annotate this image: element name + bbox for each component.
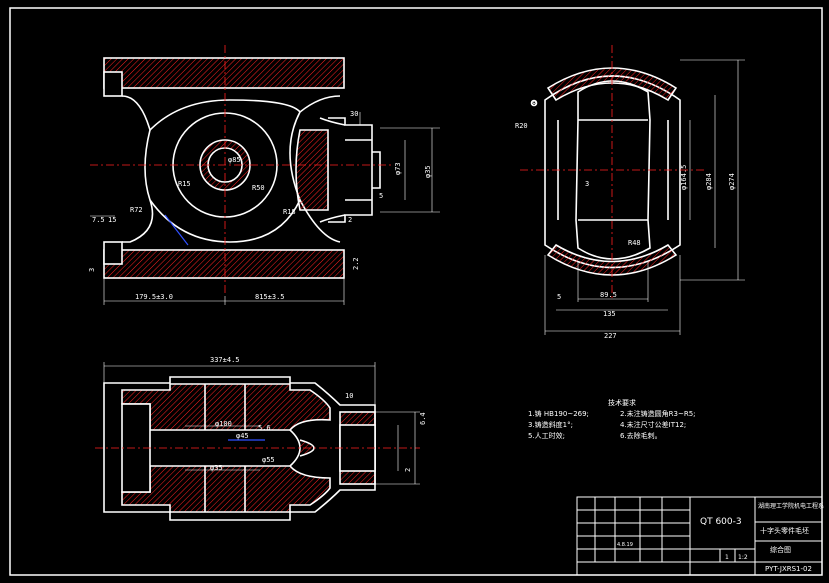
dim-front-right-width: 815±3.5 (255, 293, 285, 301)
dim-front-r-arc: R72 (130, 206, 143, 214)
front-top-rail (103, 57, 345, 89)
dim-front-d-flange1: φ73 (394, 162, 402, 175)
section-top-hatch (121, 383, 331, 431)
tb-drawing-no: PYT-JXRS1-02 (765, 565, 812, 573)
dim-front-r-side: R18 (283, 208, 296, 216)
dim-front-w-small1: 7.5 (92, 216, 105, 224)
front-stem-hatch (295, 129, 329, 211)
dim-side-small-c: 5 (557, 293, 561, 301)
tb-material: QT 600-3 (700, 517, 742, 527)
drawing-border (9, 7, 823, 576)
side-outer-shell (544, 75, 681, 269)
dim-side-d-inner: φ164.5 (680, 165, 688, 190)
dim-section-d2: φ55 (262, 456, 275, 464)
dim-section-s3: 2 (404, 468, 412, 472)
dim-front-d-bore: φ85 (228, 156, 241, 164)
dim-section-d3: φ45 (236, 432, 249, 440)
dim-side-d-outer: φ274 (728, 173, 736, 190)
dim-front-t-small: 2 (348, 216, 352, 224)
dim-front-h-small: 5 (379, 192, 383, 200)
notes-heading: 技术要求 (608, 398, 636, 407)
dim-front-left-width: 179.5±3.0 (135, 293, 173, 301)
dim-front-w-small2: 15 (108, 216, 116, 224)
section-outer-outline (103, 376, 376, 521)
dim-front-r-outer: R50 (252, 184, 265, 192)
tb-qty: 1 (725, 554, 729, 561)
tb-sheet-name: 综合图 (770, 545, 791, 554)
dim-front-h-step: 30 (350, 110, 358, 118)
dim-section-length: 337±4.5 (210, 356, 240, 364)
dim-side-small-a: 8 (532, 100, 536, 108)
tb-school: 湖南理工学院机电工程系 (758, 502, 824, 510)
note-item-4: 4.未注尺寸公差IT12; (620, 420, 686, 429)
title-block (576, 496, 823, 576)
front-highlight-edge (164, 214, 189, 246)
side-view (530, 67, 681, 276)
dim-front-r-inner: R15 (178, 180, 191, 188)
dim-front-v-small2: 2.2 (352, 257, 360, 270)
note-item-5: 5.人工时效; (528, 431, 565, 440)
dim-side-w-bottom2: 135 (603, 310, 616, 318)
tb-scale: 1:2 (738, 554, 748, 561)
section-bottom-hatch (121, 465, 331, 513)
front-view (103, 57, 381, 279)
note-item-1: 1.铸 HB190~269; (528, 409, 589, 418)
tb-part-name: 十字头零件毛坯 (760, 526, 809, 535)
front-body-outline (121, 95, 341, 243)
dim-section-d4: φ35 (210, 464, 223, 472)
section-view (103, 376, 376, 521)
dim-front-d-flange2: φ35 (424, 165, 432, 178)
dim-section-s1: 6.4 (419, 412, 427, 425)
dim-side-w-bottom1: 89.5 (600, 291, 617, 299)
side-inner-barrel (575, 80, 651, 260)
dim-front-v-small: 3 (88, 268, 96, 272)
dim-side-d-mid: φ284 (705, 173, 713, 190)
side-top-arc-hatch (546, 67, 678, 102)
dim-section-flange: 10 (345, 392, 353, 400)
note-item-2: 2.未注铸造圆角R3~R5; (620, 409, 696, 418)
front-flange (328, 117, 373, 223)
dim-section-d1: φ100 (215, 420, 232, 428)
tech-notes: 技术要求 1.铸 HB190~269; 2.未注铸造圆角R3~R5; 3.铸造斜… (528, 398, 696, 440)
note-item-6: 6.去除毛刺。 (620, 431, 662, 440)
dim-side-r1: R20 (515, 122, 528, 130)
dim-section-s2: 5.6 (258, 424, 271, 432)
dim-side-r2: R48 (628, 239, 641, 247)
front-bottom-rail (103, 249, 345, 279)
side-bottom-arc-hatch (546, 243, 678, 276)
dim-side-small-b: 3 (585, 180, 589, 188)
dim-side-w-bottom3: 227 (604, 332, 617, 340)
tb-date: 4.8.19 (617, 542, 633, 548)
note-item-3: 3.铸造斜度1°; (528, 420, 573, 429)
